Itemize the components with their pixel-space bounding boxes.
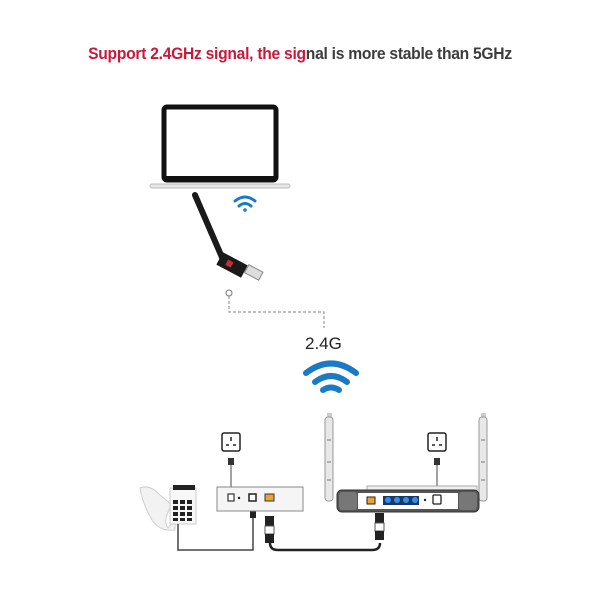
ethernet-cable (264, 513, 385, 552)
router-icon (336, 485, 480, 513)
phone-cable (177, 517, 254, 551)
phone-plug (250, 508, 256, 518)
band-label: 2.4G (305, 334, 342, 353)
usb-wifi-adapter-icon (192, 192, 264, 281)
laptop-icon (149, 104, 291, 189)
router-antenna-left (324, 413, 334, 502)
dashed-connector (225, 289, 325, 328)
telephone-icon (139, 485, 197, 531)
headline: Support 2.4GHz signal, the signal is mor… (24, 44, 576, 64)
wifi-signal-icon (303, 360, 359, 393)
router-antenna-right (478, 413, 488, 502)
modem-icon (216, 486, 304, 512)
power-outlet-router-icon (427, 432, 447, 493)
headline-highlight: Support 2.4GHz signal, the sig (88, 44, 306, 63)
wifi-small-icon (233, 195, 257, 212)
headline-rest: nal is more stable than 5GHz (305, 44, 512, 63)
power-outlet-modem-icon (221, 432, 241, 491)
